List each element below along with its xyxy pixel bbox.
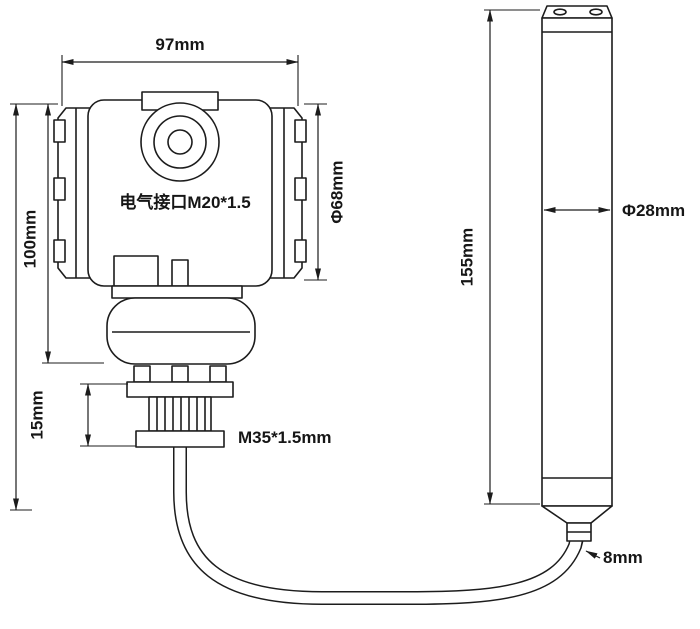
dimension-probe-diameter: Φ28mm [543,201,685,220]
electrical-port-label: 电气接口M20*1.5 [119,192,250,212]
neck-plate [111,285,243,299]
dimension-probe-length: 155mm [457,9,540,505]
thread-hatching [156,397,206,431]
process-connection: M35*1.5mm [106,255,332,448]
dimension-cable-diameter: 8mm [585,548,643,567]
bolt-head-1 [133,365,151,383]
dimension-flange-height: 15mm [27,383,136,447]
cable-outline [173,443,585,605]
housing-right-rib-1 [294,119,307,143]
probe-hole-left [553,8,567,16]
dimension-housing-width: 97mm [61,35,299,106]
probe-length-label: 155mm [457,228,476,287]
bolt-head-3 [209,365,227,383]
bolt-head-2 [171,365,189,383]
probe [541,5,613,542]
housing-left-rib-2 [53,177,66,201]
dimension-housing-diameter: Φ68mm [304,103,346,281]
leader-line [585,550,601,559]
cover-circle-middle [153,115,207,169]
transmitter-housing: 电气接口M20*1.5 [53,91,307,287]
housing-right-rib-3 [294,239,307,263]
thread-spec-label: M35*1.5mm [238,428,332,447]
threaded-stud [148,396,212,432]
housing-right-rib-2 [294,177,307,201]
probe-taper [541,505,613,524]
junction-stub [171,259,189,287]
housing-diameter-label: Φ68mm [327,160,346,223]
housing-height-label: 100mm [20,210,39,269]
cable-body [174,441,584,604]
dimension-overall-height [10,103,58,511]
housing-width-label: 97mm [155,35,204,54]
probe-body [541,17,613,507]
dome-body [106,297,256,365]
probe-hole-right [589,8,603,16]
junction-block [113,255,159,287]
cable [173,441,585,605]
cover-circle-outer [140,102,220,182]
dimension-housing-height: 100mm [20,103,104,364]
housing-left-rib-1 [53,119,66,143]
probe-diameter-label: Φ28mm [622,201,685,220]
locking-nut [135,430,225,448]
cable-diameter-label: 8mm [603,548,643,567]
flange-plate [126,381,234,398]
cover-circle-inner [167,129,193,155]
flange-height-label: 15mm [27,390,46,439]
housing-left-rib-3 [53,239,66,263]
